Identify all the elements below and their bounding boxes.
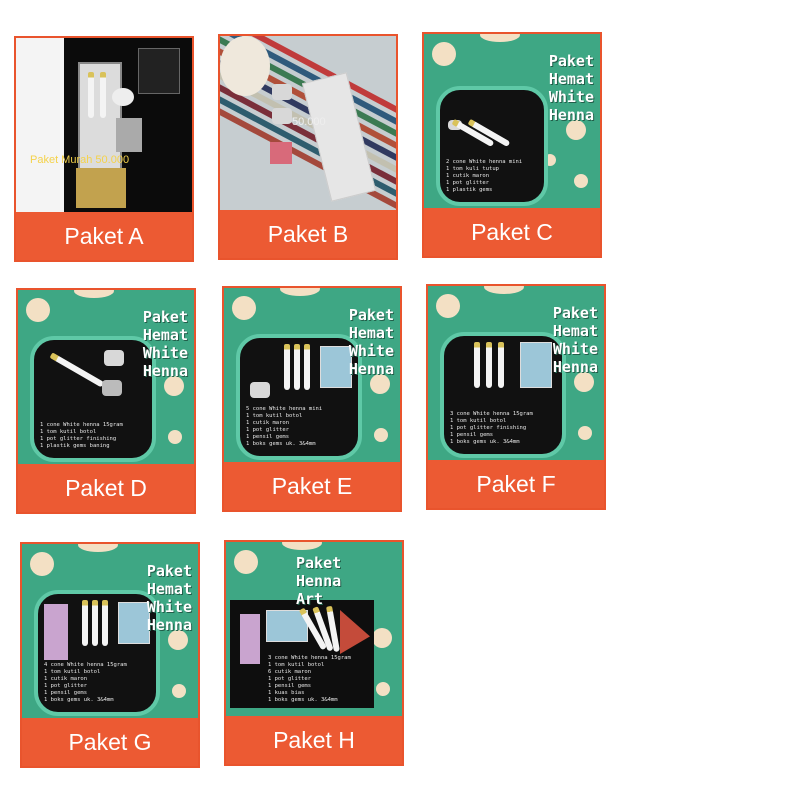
item-line: 1 pensil gems — [450, 432, 494, 438]
item-line: 1 tom kutil botol — [268, 662, 325, 668]
item-line: 1 tom kutil botol — [44, 669, 101, 675]
product-image: 50.000 — [220, 36, 396, 210]
product-image: 3 cone White henna 15gram 1 tom kutil bo… — [226, 542, 402, 716]
item-line: 1 pot glitter finishing — [450, 425, 527, 431]
product-card-paket-h[interactable]: 3 cone White henna 15gram 1 tom kutil bo… — [224, 540, 404, 766]
item-line: 1 pot glitter — [44, 683, 88, 689]
product-card-paket-c[interactable]: 2 cone White henna mini 1 tom kuli tutup… — [422, 32, 602, 258]
card-label: Paket G — [22, 718, 198, 766]
item-line: 1 pot glitter — [268, 676, 312, 682]
product-card-paket-d[interactable]: 1 cone White henna 15gram 1 tom kutil bo… — [16, 288, 196, 514]
product-image: 4 cone White henna 15gram 1 tom kutil bo… — [22, 544, 198, 718]
product-card-paket-a[interactable]: Paket Murah 50.000 Paket A — [14, 36, 194, 262]
item-line: 4 cone White henna 15gram — [44, 662, 127, 668]
item-line: 1 pot glitter — [446, 180, 490, 186]
item-line: 1 tom kutil botol — [450, 418, 507, 424]
item-line: 1 pensil gems — [44, 690, 88, 696]
promo-title: Paket Hemat White Henna — [348, 306, 394, 378]
product-image: 1 cone White henna 15gram 1 tom kutil bo… — [18, 290, 194, 464]
card-label: Paket C — [424, 208, 600, 256]
product-image: 2 cone White henna mini 1 tom kuli tutup… — [424, 34, 600, 208]
item-line: 1 plastik gems — [446, 187, 493, 193]
item-line: 3 cone White henna 15gram — [268, 655, 351, 661]
item-line: 1 cutik maron — [446, 173, 490, 179]
item-line: 1 pensil gems — [268, 683, 312, 689]
item-line: 2 cone White henna mini — [446, 159, 523, 165]
promo-title: Paket Henna Art — [296, 554, 342, 608]
card-label: Paket F — [428, 460, 604, 508]
card-label: Paket A — [16, 212, 192, 260]
promo-title: Paket Hemat White Henna — [142, 308, 188, 380]
item-line: 1 tom kutil botol — [246, 413, 303, 419]
item-line: 1 pot glitter — [246, 427, 290, 433]
item-line: 1 tom kutil botol — [40, 429, 97, 435]
item-line: 1 cutik maron — [44, 676, 88, 682]
card-label: Paket D — [18, 464, 194, 512]
card-label: Paket H — [226, 716, 402, 764]
card-label: Paket E — [224, 462, 400, 510]
item-line: 1 kuas bias — [268, 690, 305, 696]
item-line: 1 tom kuli tutup — [446, 166, 499, 172]
promo-title: Paket Hemat White Henna — [548, 52, 594, 124]
product-image: 5 cone White henna mini 1 tom kutil boto… — [224, 288, 400, 462]
product-image: Paket Murah 50.000 — [16, 38, 192, 212]
item-line: 1 boks gems uk. 3&4mm — [268, 697, 338, 703]
card-label: Paket B — [220, 210, 396, 258]
image-caption: Paket Murah 50.000 — [30, 154, 130, 166]
item-line: 1 pot glitter finishing — [40, 436, 117, 442]
item-line: 6 cutik maron — [268, 669, 312, 675]
product-card-paket-b[interactable]: 50.000 Paket B — [218, 34, 398, 260]
product-image: 3 cone White henna 15gram 1 tom kutil bo… — [428, 286, 604, 460]
item-line: 1 pensil gems — [246, 434, 290, 440]
item-line: 1 boks gems uk. 3&4mm — [450, 439, 520, 445]
price-tag: 50.000 — [292, 116, 326, 128]
product-card-paket-e[interactable]: 5 cone White henna mini 1 tom kutil boto… — [222, 286, 402, 512]
item-line: 1 cutik maron — [246, 420, 290, 426]
product-card-paket-g[interactable]: 4 cone White henna 15gram 1 tom kutil bo… — [20, 542, 200, 768]
item-line: 1 plastik gems baning — [40, 443, 110, 449]
promo-title: Paket Hemat White Henna — [146, 562, 192, 634]
product-card-paket-f[interactable]: 3 cone White henna 15gram 1 tom kutil bo… — [426, 284, 606, 510]
promo-title: Paket Hemat White Henna — [552, 304, 598, 376]
item-line: 1 cone White henna 15gram — [40, 422, 123, 428]
item-line: 1 boks gems uk. 3&4mm — [44, 697, 114, 703]
item-line: 1 boks gems uk. 3&4mm — [246, 441, 316, 447]
item-line: 3 cone White henna 15gram — [450, 411, 533, 417]
item-line: 5 cone White henna mini — [246, 406, 323, 412]
